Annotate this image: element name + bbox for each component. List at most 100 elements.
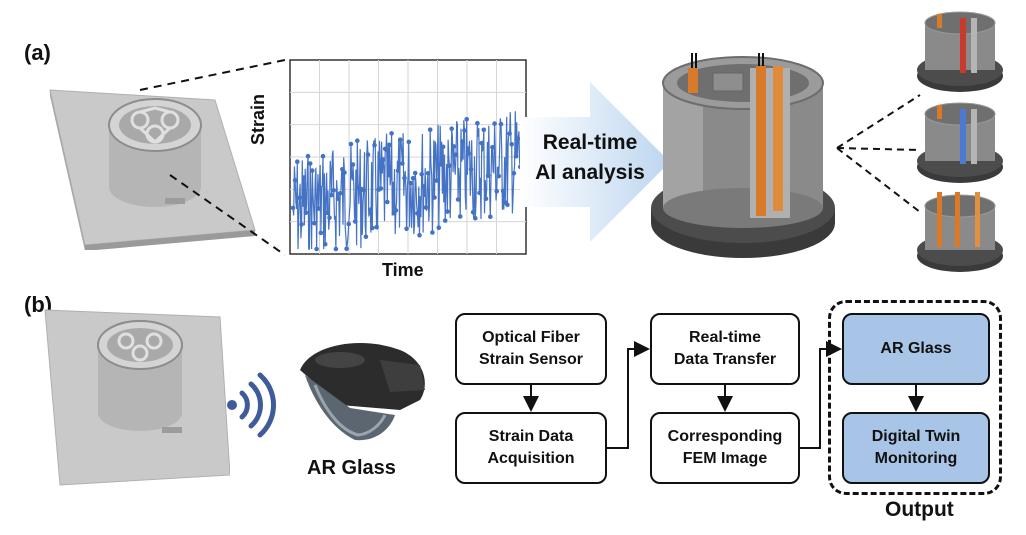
box-ar-glass-line-1: AR Glass xyxy=(880,340,952,357)
wireless-signal-icon xyxy=(227,372,276,438)
strain-signal-point xyxy=(292,178,298,183)
box-optical-fiber-line-2: Strain Sensor xyxy=(478,351,584,368)
box-fem-line-2: FEM Image xyxy=(682,450,768,467)
strain-signal-point xyxy=(299,222,304,227)
strain-signal-point xyxy=(455,197,461,202)
strain-signal-point xyxy=(494,188,499,194)
strain-signal-point xyxy=(507,131,512,136)
strain-signal-point xyxy=(438,162,444,167)
strain-signal-point xyxy=(402,175,407,181)
strain-signal-point xyxy=(470,209,476,215)
strain-signal-point xyxy=(490,145,495,150)
strain-signal-point xyxy=(430,230,435,235)
strain-signal-point xyxy=(423,205,429,210)
strain-signal-point xyxy=(350,162,356,167)
strain-signal-point xyxy=(475,120,480,126)
panel-a-label: (a) xyxy=(24,40,51,65)
strain-signal-point xyxy=(290,205,296,211)
strain-signal-point xyxy=(303,210,309,216)
box-transfer-line-2: Data Transfer xyxy=(673,351,777,368)
strain-signal-point xyxy=(464,116,469,122)
strain-signal-point xyxy=(307,161,313,166)
fem-model-small-2 xyxy=(917,102,1003,183)
strain-signal-point xyxy=(348,141,354,147)
strain-signal-point xyxy=(378,186,384,191)
strain-signal-point xyxy=(355,138,360,143)
strain-signal-point xyxy=(488,214,493,219)
strain-signal-point xyxy=(515,136,521,142)
strain-signal-point xyxy=(485,173,491,178)
strain-signal-point xyxy=(312,220,317,226)
strain-signal-point xyxy=(331,188,336,193)
strain-signal-point xyxy=(316,206,321,211)
strain-signal-point xyxy=(385,199,390,205)
analysis-arrow xyxy=(520,82,670,242)
strain-signal-point xyxy=(434,178,439,183)
strain-signal-point xyxy=(466,151,472,156)
strain-signal-point xyxy=(329,192,334,198)
specimen-plate-a xyxy=(49,89,256,250)
strain-signal-point xyxy=(361,187,367,193)
strain-signal-point xyxy=(365,152,371,157)
strain-signal-point xyxy=(432,195,437,200)
specimen-plate-b xyxy=(44,309,230,486)
ai-analysis-line-2: AI analysis xyxy=(535,161,645,184)
strain-signal-point xyxy=(346,221,351,227)
strain-signal-point xyxy=(297,195,302,201)
strain-signal-point xyxy=(310,168,315,173)
strain-signal-point xyxy=(406,139,412,145)
strain-signal-point xyxy=(389,131,394,136)
strain-signal-point xyxy=(477,190,482,196)
strain-signal-point xyxy=(352,219,358,224)
strain-signal-point xyxy=(301,175,306,180)
strain-signal-point xyxy=(427,127,433,132)
strain-signal-point xyxy=(333,246,339,252)
strain-signal-point xyxy=(468,166,474,172)
strain-signal-point xyxy=(453,152,459,157)
strain-signal-point xyxy=(320,153,326,159)
strain-signal-point xyxy=(382,146,388,152)
box-optical-fiber-line-1: Optical Fiber xyxy=(482,329,580,346)
ai-analysis-label: Real-time AI analysis xyxy=(530,128,650,188)
ai-analysis-line-1: Real-time xyxy=(542,131,638,154)
strain-signal-point xyxy=(340,167,345,172)
strain-signal-point xyxy=(500,188,506,194)
strain-signal-point xyxy=(314,246,319,252)
strain-signal-point xyxy=(462,128,467,133)
output-group xyxy=(828,300,1002,495)
strain-signal-point xyxy=(380,157,386,162)
strain-signal-point xyxy=(509,142,514,147)
strain-signal-point xyxy=(412,170,418,176)
strain-signal-point xyxy=(408,180,414,186)
time-axis-label: Time xyxy=(382,260,424,280)
box-fem-image: Corresponding FEM Image xyxy=(650,412,800,484)
fem-model-small-1 xyxy=(917,11,1003,92)
box-ar-glass: AR Glass xyxy=(842,313,990,385)
strain-signal-point xyxy=(505,202,510,208)
strain-signal-point xyxy=(367,207,373,213)
box-strain-data-acquisition: Strain Data Acquisition xyxy=(455,412,607,484)
box-transfer-line-1: Real-time xyxy=(688,329,762,346)
strain-signal-point xyxy=(513,153,519,159)
strain-signal-point xyxy=(436,225,442,230)
strain-signal-point xyxy=(400,161,405,166)
strain-signal-line xyxy=(292,111,522,250)
strain-signal-point xyxy=(445,209,450,214)
ar-glass-device-label: AR Glass xyxy=(307,457,396,479)
strain-signal-point xyxy=(440,144,446,150)
strain-signal-point xyxy=(449,126,454,131)
fem-model-small-3 xyxy=(917,192,1003,272)
box-twin-line-1: Digital Twin xyxy=(871,428,961,445)
strain-signal-point xyxy=(447,163,452,168)
strain-signal-point xyxy=(419,172,424,177)
box-fem-line-1: Corresponding xyxy=(667,428,783,445)
strain-signal-point xyxy=(496,173,502,179)
output-label: Output xyxy=(885,498,954,521)
strain-signal-point xyxy=(451,144,457,149)
strain-signal-point xyxy=(460,139,465,144)
strain-signal-point xyxy=(492,121,497,126)
strain-signal-point xyxy=(342,170,347,175)
ar-headset-image xyxy=(300,342,425,441)
strain-signal-point xyxy=(457,214,463,219)
